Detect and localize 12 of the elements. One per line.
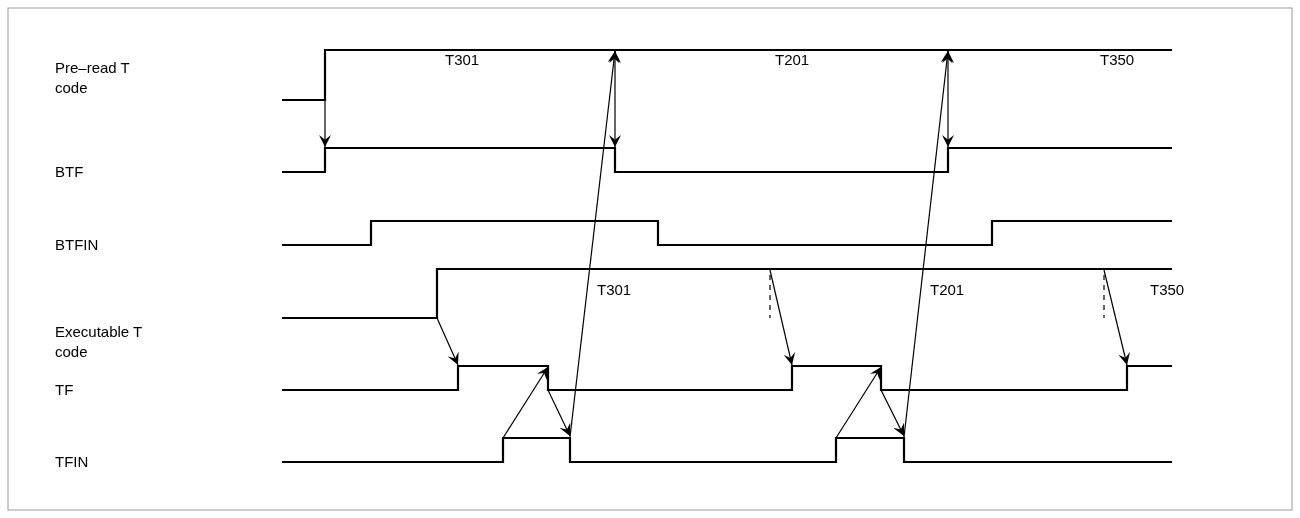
signal-name: BTFIN (55, 235, 99, 255)
signal-value: T201 (775, 50, 810, 70)
signal-value: T201 (930, 280, 965, 300)
signal-name: TF (55, 380, 74, 400)
signal-value: T350 (1150, 280, 1185, 300)
signal-value: T301 (597, 280, 632, 300)
signal-name: BTF (55, 162, 84, 182)
signal-value: T350 (1100, 50, 1135, 70)
signal-name: Pre–read T code (55, 58, 131, 98)
signal-value: T301 (445, 50, 480, 70)
signal-name: TFIN (55, 452, 89, 472)
signal-name: Executable T code (55, 322, 143, 362)
